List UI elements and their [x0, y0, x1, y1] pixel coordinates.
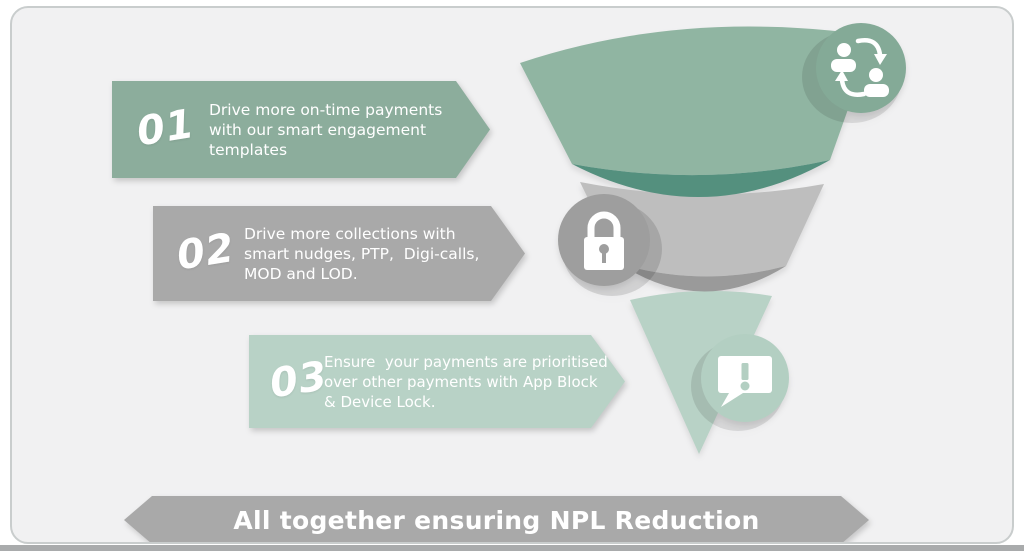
step-2-label: Drive more collections with smart nudges… — [244, 224, 480, 283]
step-3-number: 03 — [266, 352, 331, 407]
summary-banner: All together ensuring NPL Reduction — [124, 496, 869, 544]
funnel-diagram — [520, 23, 906, 454]
step-1-arrow: 01 Drive more on-time payments with our … — [112, 81, 490, 178]
infographic-card: 01 Drive more on-time payments with our … — [10, 6, 1014, 544]
step-1-number: 01 — [133, 100, 198, 155]
funnel-bottom-segment — [630, 290, 772, 454]
funnel-top-segment — [520, 26, 874, 176]
step-2-arrow: 02 Drive more collections with smart nud… — [153, 206, 525, 301]
alert-bubble-icon — [691, 334, 789, 431]
funnel-top-rim — [572, 160, 830, 198]
step-3-label: Ensure your payments are prioritised ove… — [324, 352, 608, 411]
step-3-arrow: 03 Ensure your payments are prioritised … — [249, 335, 625, 428]
step-2-number: 02 — [173, 224, 238, 279]
people-exchange-icon — [802, 23, 906, 123]
bottom-bar — [0, 545, 1024, 551]
summary-banner-label: All together ensuring NPL Reduction — [233, 505, 760, 535]
lock-icon — [558, 194, 662, 296]
people-icon-circle — [816, 23, 906, 113]
step-1-label: Drive more on-time payments with our sma… — [209, 100, 443, 159]
funnel-middle-rim — [620, 264, 786, 292]
